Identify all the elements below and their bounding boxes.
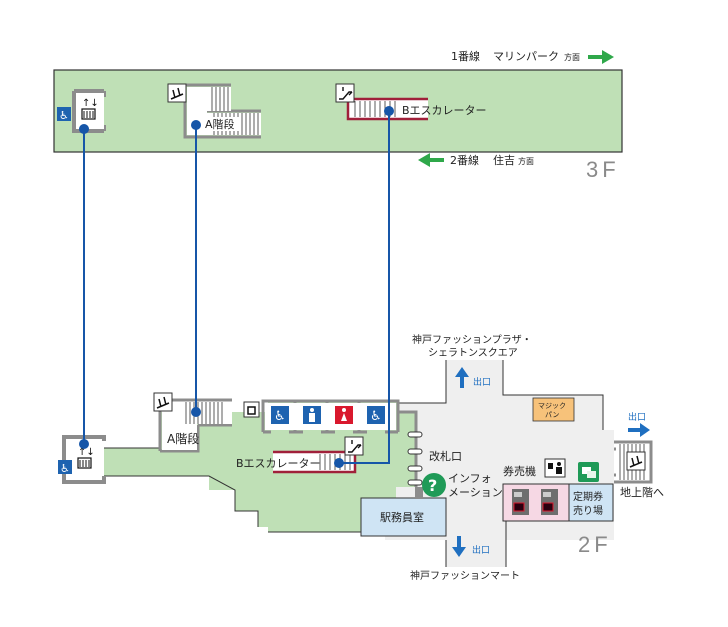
svg-text:↑↓: ↑↓	[78, 447, 95, 458]
ticket-machine[interactable]	[512, 489, 529, 515]
down-arrow-icon	[452, 536, 466, 557]
exit-south[interactable]: 出口 神戸ファッションマート	[410, 536, 520, 582]
stairs-icon	[626, 451, 646, 471]
elevator-icon	[77, 457, 92, 469]
connector-dot	[79, 439, 89, 449]
direction-2-suffix: 方面	[518, 156, 534, 166]
escalator-b-3f-label: Bエスカレーター	[402, 104, 487, 117]
station-office-label: 駅務員室	[380, 510, 424, 524]
stairs-icon	[167, 83, 187, 103]
floor-label-2f: 2F	[578, 532, 612, 557]
direction-2-destination: 住吉	[493, 153, 515, 167]
elevator-3f: ↑↓ ♿	[57, 89, 106, 133]
wheelchair-restroom-icon	[271, 406, 289, 424]
direction-2-track: 2番線	[450, 153, 479, 167]
exit-south-destination: 神戸ファッションマート	[410, 569, 520, 582]
commuter-pass-label-2: 売り場	[573, 504, 603, 517]
stairs-to-ground[interactable]	[614, 440, 653, 484]
stairs-a-3f-label: A階段	[205, 117, 235, 131]
svg-text:?: ?	[428, 476, 437, 495]
right-arrow-icon	[588, 50, 614, 64]
ticket-gates[interactable]	[398, 410, 423, 487]
svg-text:♿: ♿	[59, 109, 69, 122]
stairs-a-2f[interactable]: A階段	[153, 392, 232, 453]
information-label-2: メーション	[448, 486, 503, 499]
wheelchair-icon	[57, 107, 71, 121]
right-arrow-icon	[628, 423, 650, 437]
commuter-pass-office[interactable]	[568, 483, 614, 522]
exit-north[interactable]: 神戸ファッションプラザ・ シェラトンスクエア 出口	[412, 333, 532, 388]
svg-text:♿: ♿	[274, 409, 286, 424]
up-arrow-icon	[455, 367, 469, 388]
elevator-icon	[81, 108, 96, 120]
connector-dot	[191, 120, 201, 130]
floor-label-3f: 3F	[586, 157, 620, 182]
connector-dot	[191, 407, 201, 417]
information-icon	[422, 473, 446, 497]
direction-1-sign: 1番線 マリンパーク 方面	[451, 49, 614, 64]
left-arrow-icon	[418, 153, 444, 167]
escalator-b-connector	[339, 111, 390, 464]
elevator-arrows-icon: ↑↓	[82, 98, 99, 109]
ticket-machines-label: 券売機	[503, 464, 536, 478]
escalator-b-2f-label: Bエスカレーター	[236, 457, 321, 470]
exit-south-label: 出口	[472, 544, 490, 556]
to-ground-label: 地上階へ	[620, 485, 664, 499]
escalator-icon	[335, 83, 355, 103]
direction-1-track: 1番線	[451, 49, 480, 63]
platform-3f	[53, 69, 623, 153]
information-label-1: インフォ	[448, 472, 492, 485]
exit-north-destination-2: シェラトンスクエア	[428, 347, 518, 359]
shop-label-1: マジック	[538, 402, 566, 410]
station-office	[360, 497, 447, 537]
svg-text:♿: ♿	[370, 409, 382, 424]
wheelchair-icon	[58, 460, 72, 474]
exit-north-label: 出口	[473, 376, 491, 388]
stairs-icon	[153, 392, 173, 412]
exit-east-label: 出口	[628, 411, 646, 423]
ticket-gate-label: 改札口	[429, 449, 462, 463]
direction-2-sign: 2番線 住吉 方面	[418, 153, 534, 167]
direction-1-destination: マリンパーク	[493, 50, 559, 63]
exit-north-destination-1: 神戸ファッションプラザ・	[412, 333, 532, 346]
vertical-connectors	[83, 111, 390, 464]
shop-magic-pan[interactable]	[532, 397, 575, 422]
restroom-block: ♿ ♿	[261, 399, 400, 434]
ticket-machine[interactable]	[541, 489, 558, 515]
connector-dot	[79, 124, 89, 134]
escalator-icon	[344, 436, 364, 456]
information-counter[interactable]: ? インフォ メーション	[415, 472, 503, 499]
commuter-pass-label-1: 定期券	[573, 490, 603, 503]
wheelchair-restroom-icon	[367, 406, 385, 424]
connector-dot	[334, 458, 344, 468]
shop-label-2: パン	[545, 411, 559, 419]
stairs-a-2f-label: A階段	[167, 431, 199, 446]
svg-text:♿: ♿	[60, 462, 70, 475]
connector-dot	[384, 106, 394, 116]
direction-1-suffix: 方面	[564, 52, 580, 62]
exit-east[interactable]: 出口	[628, 411, 650, 437]
